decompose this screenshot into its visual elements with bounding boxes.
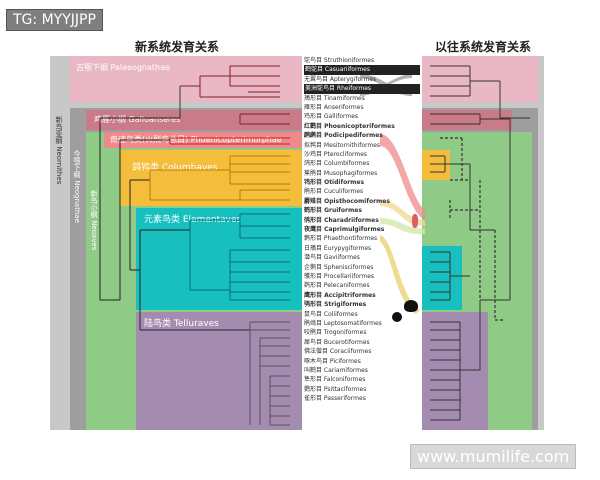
- order-item: 咬鹃目 Trogoniformes: [304, 329, 367, 337]
- order-item: 隼形目 Falconiformes: [304, 376, 366, 384]
- phoenicopterimorphae-label: 奇迹鸟类(火烈鸟总目) Phoenicopterimorphae: [110, 135, 282, 144]
- order-item: 鹲形目 Phaethontiformes: [304, 235, 378, 243]
- owl-silhouette-icon: [392, 312, 402, 322]
- order-item: 拟鹑目 Mesitornithiformes: [304, 141, 381, 149]
- neornithes-label: 新鸟亚纲 Neornithes: [55, 116, 63, 185]
- telluraves-label: 陆鸟类 Telluraves: [144, 319, 219, 329]
- watermark-bottom-right: www.mumilife.com: [410, 444, 577, 469]
- order-item: 蕉鹃目 Musophagiformes: [304, 169, 378, 177]
- order-item: 鸨形目 Otidiformes: [304, 179, 365, 187]
- order-item: 叫鹤目 Cariamiformes: [304, 366, 368, 374]
- order-item: 佛法僧目 Coraciiformes: [304, 348, 372, 356]
- elementaves-panel: [136, 208, 302, 310]
- left-elementaves-lines: [189, 213, 290, 301]
- order-item: 鸻形目 Charadriiformes: [304, 216, 379, 224]
- ribbon-charadriiformes: [380, 218, 425, 235]
- order-item: 沙鸡目 Pterocliformes: [304, 150, 368, 158]
- order-item: 日鳽目 Eurypygiformes: [304, 244, 372, 252]
- palaeognathae-panel: [70, 56, 302, 102]
- order-item: 鸮形目 Strigiformes: [304, 301, 367, 309]
- watermark-top-left: TG: MYYJJPP: [6, 9, 103, 31]
- bird-silhouette-icon: [404, 300, 418, 312]
- right-tree-lines: [430, 65, 530, 421]
- new-phylogeny-title: 新系统发育关系: [135, 40, 220, 54]
- order-item: 美洲鸵鸟目 Rheiformes: [304, 84, 420, 94]
- order-item: 鼠鸟目 Coliiformes: [304, 310, 358, 318]
- order-item: 雁形目 Anseriformes: [304, 103, 364, 111]
- previous-phylogeny-title: 以往系统发育关系: [435, 40, 532, 54]
- left-phoenicopter-lines: [169, 137, 290, 145]
- right-galloanserae-panel: [422, 110, 512, 130]
- order-item: 潜鸟目 Gaviiformes: [304, 254, 360, 262]
- order-item: 鹦形目 Psittaciformes: [304, 385, 367, 393]
- palaeognathae-label: 古颚下纲 Palaeognathae: [76, 63, 170, 72]
- order-item: 夜鹰目 Caprimulgiformes: [304, 226, 385, 234]
- order-item: 鹈形目 Pelecaniformes: [304, 282, 370, 290]
- order-item: 红鹳目 Phoenicopteriformes: [304, 122, 395, 130]
- order-item: 麝雉目 Opisthocomiformes: [304, 197, 390, 205]
- order-item: 鹱形目 Procellariiformes: [304, 272, 375, 280]
- order-item: 鸡形目 Galliformes: [304, 113, 359, 121]
- left-tree-lines: [179, 65, 280, 118]
- order-item: 犀鸟目 Bucerotiformes: [304, 338, 370, 346]
- left-galloanserae-lines: [239, 113, 290, 125]
- right-dashed-lines: [440, 137, 505, 321]
- columbaves-label: 鸽鸨类 Columbaves: [132, 163, 218, 173]
- order-item: 无翼鸟目 Apterygiformes: [304, 75, 377, 83]
- right-elementaves-panel: [422, 246, 462, 310]
- order-item: 企鹅目 Sphenisciformes: [304, 263, 374, 271]
- telluraves-panel: [136, 312, 302, 430]
- order-item: 雀形目 Passeriformes: [304, 395, 366, 403]
- ribbon-phoenicopterimorphae: [380, 134, 425, 220]
- order-item: 鴂形目 Tinamiformes: [304, 94, 365, 102]
- neoaves-label: 新鸟小纲 Neoaves: [90, 190, 98, 251]
- galloanserae-label: 鸡雁小纲 Galloanseres: [94, 115, 181, 124]
- order-item: 啄木鸟目 Piciformes: [304, 357, 361, 365]
- ribbon-caprimulgiformes: [380, 235, 420, 314]
- left-spine-lines: [99, 117, 250, 331]
- right-palaeognathae-panel: [422, 56, 538, 102]
- order-item: 鹤鸵目 Casuariiformes: [304, 65, 420, 75]
- order-item: 鹰形目 Accipitriformes: [304, 291, 376, 299]
- neognathae-label: 今颚下纲 Neognathae: [73, 150, 81, 223]
- order-item: 鹃鴗目 Leptosomatiformes: [304, 319, 382, 327]
- order-item: 䴙䴘目 Podicipediformes: [304, 132, 383, 140]
- order-item: 鹤形目 Gruiformes: [304, 207, 362, 215]
- galloanserae-panel: [86, 110, 302, 130]
- order-item: 鸽形目 Columbiformes: [304, 160, 370, 168]
- flamingo-silhouette-icon: [412, 214, 418, 228]
- left-columbaves-lines: [149, 155, 290, 201]
- left-telluraves-lines: [249, 321, 290, 426]
- order-item: 鹃形目 Cuculiformes: [304, 188, 364, 196]
- order-item: 鸵鸟目 Struthioniformes: [304, 57, 375, 64]
